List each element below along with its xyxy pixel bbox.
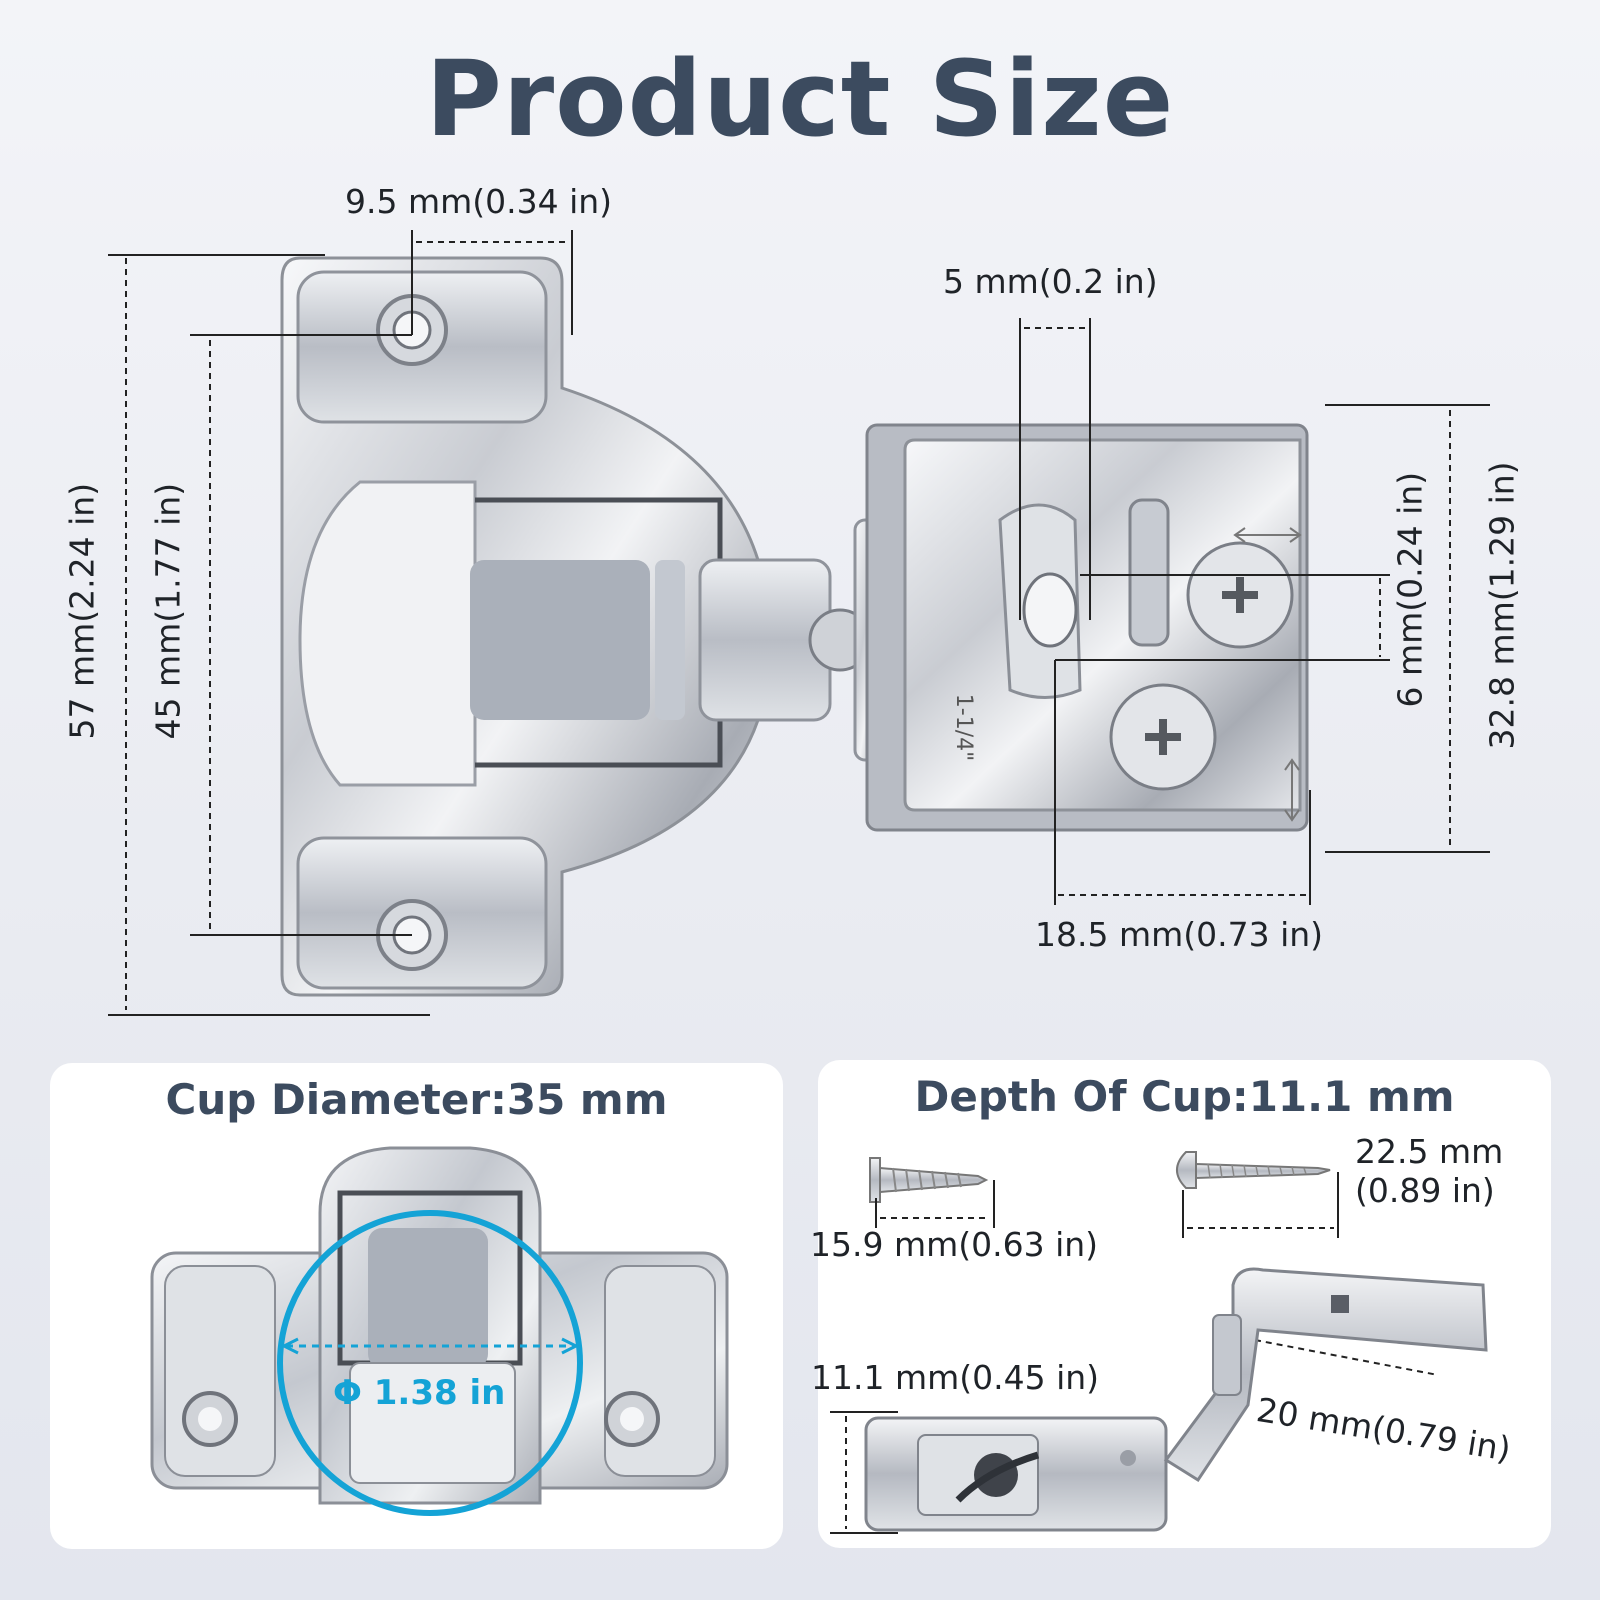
slot-offset-label: 6 mm(0.24 in) [1390,471,1430,708]
cup-illustration [150,1146,729,1516]
long-screw-label-line2: (0.89 in) [1355,1171,1495,1210]
dimension-lines [108,230,1490,1016]
mounting-plate [280,256,760,997]
cup-diameter-label: Φ 1.38 in [333,1373,506,1413]
long-screw [1176,1151,1331,1189]
hinge-side-view [864,1267,1488,1532]
depth-of-cup-title: Depth Of Cup:11.1 mm [914,1072,1455,1121]
cup-diameter-title: Cup Diameter:35 mm [165,1075,668,1124]
screws-and-hinge-side-view [830,1151,1488,1534]
top-hole-width-label: 9.5 mm(0.34 in) [345,182,613,221]
overall-height-label: 57 mm(2.24 in) [62,482,102,740]
page-title: Product Size [425,38,1175,160]
overlay-mark: 1-1/4" [951,693,977,762]
hole-spacing-label: 45 mm(1.77 in) [148,482,188,740]
plate-height-label: 32.8 mm(1.29 in) [1482,461,1522,750]
depth-of-cup-card: Depth Of Cup:11.1 mm [810,1060,1551,1548]
plate-width-label: 18.5 mm(0.73 in) [1035,915,1324,954]
long-screw-label-line1: 22.5 mm [1355,1132,1504,1171]
cup-diameter-card: Cup Diameter:35 mm Φ 1.38 in [50,1063,783,1549]
cup-depth-label: 11.1 mm(0.45 in) [811,1358,1100,1397]
slot-width-label: 5 mm(0.2 in) [943,262,1158,301]
screw-dimension-lines [830,1172,1439,1534]
short-screw [869,1157,989,1203]
cup-plate [865,423,1309,832]
hinge-diagram [108,230,1490,1016]
short-screw-label: 15.9 mm(0.63 in) [810,1225,1099,1264]
